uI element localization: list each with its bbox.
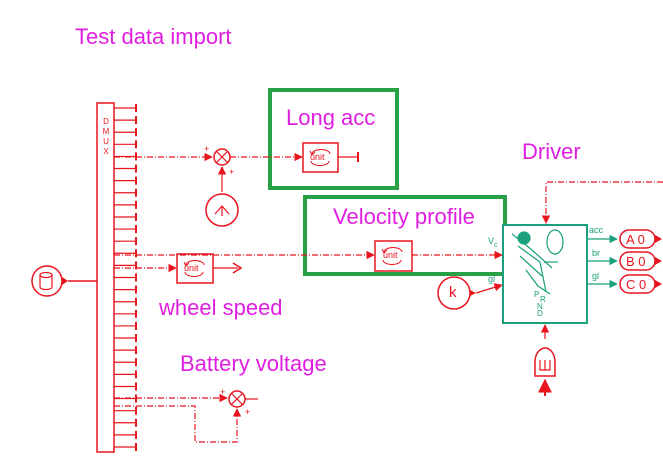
label-wheel-speed: wheel speed [159, 295, 283, 320]
gear-n: N [537, 302, 543, 311]
outport-a[interactable] [619, 229, 662, 249]
unit-label-wheel-speed: unit [184, 263, 199, 273]
label-driver: Driver [522, 139, 581, 164]
outport-a-label: A 0 [626, 232, 645, 247]
driver-port-br: br [592, 248, 601, 258]
demux-letter: M [102, 127, 110, 136]
signal-generator-icon[interactable] [205, 193, 239, 227]
sum-sign-battery-2: + [245, 407, 251, 417]
sum-block-battery[interactable] [228, 390, 246, 408]
driver-port-gl-out: gl [592, 271, 600, 281]
demux-letter: X [103, 147, 109, 156]
unit-label-long-acc: unit [310, 152, 325, 162]
highlight-box-long-acc[interactable] [268, 88, 399, 190]
driver-seat-icon [511, 229, 564, 295]
outport-b-label: B 0 [626, 254, 646, 269]
outport-b[interactable] [619, 251, 662, 271]
title-test-data-import: Test data import [75, 24, 232, 49]
demux-letter: U [103, 137, 109, 146]
driver-block[interactable] [502, 224, 588, 324]
unit-block-wheel-speed[interactable] [176, 253, 214, 284]
sum-sign-long-acc-1: + [204, 144, 210, 154]
sum-block-long-acc[interactable] [213, 148, 231, 166]
demux-outputs [114, 104, 137, 451]
unit-label-velocity-profile: unit [383, 250, 398, 260]
driver-port-acc: acc [589, 225, 604, 235]
label-battery-voltage: Battery voltage [180, 351, 327, 376]
gear-d: D [537, 309, 543, 318]
gear-r: R [540, 295, 546, 304]
gain-label: k [449, 284, 457, 301]
sum-sign-long-acc-2: + [229, 167, 235, 177]
label-velocity-profile: Velocity profile [333, 204, 475, 229]
unit-block-velocity-profile[interactable] [374, 240, 413, 272]
outport-c[interactable] [619, 274, 662, 294]
driver-port-gl-in: gl [488, 274, 496, 284]
outport-c-label: C 0 [626, 277, 647, 292]
driver-port-vc: Vc [488, 236, 498, 249]
pedal-input-icon[interactable] [534, 347, 556, 377]
unit-block-long-acc[interactable] [302, 142, 339, 173]
label-long-acc: Long acc [286, 105, 376, 130]
sum-sign-battery-1: + [220, 387, 226, 397]
gear-p: P [534, 290, 540, 299]
database-icon[interactable] [31, 265, 68, 297]
demux-letter: D [103, 117, 109, 126]
